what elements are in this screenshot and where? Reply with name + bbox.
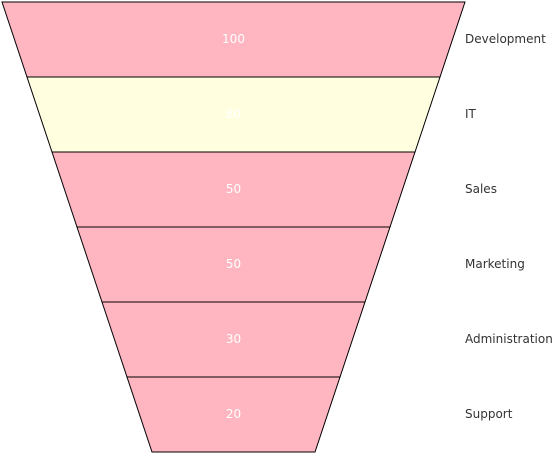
funnel-segment-support: [126, 376, 341, 453]
category-label: IT: [465, 107, 477, 121]
category-label: Development: [465, 32, 546, 46]
category-label: Sales: [465, 182, 497, 196]
value-labels: 100 80 50 50 30 20: [222, 32, 245, 421]
category-label: Support: [465, 407, 513, 421]
category-label: Administration: [465, 332, 553, 346]
value-label: 30: [226, 332, 241, 346]
value-label: 80: [226, 107, 241, 121]
category-label: Marketing: [465, 257, 525, 271]
value-label: 100: [222, 32, 245, 46]
value-label: 50: [226, 257, 241, 271]
value-label: 50: [226, 182, 241, 196]
value-label: 20: [226, 407, 241, 421]
funnel-segments: [1, 1, 466, 453]
